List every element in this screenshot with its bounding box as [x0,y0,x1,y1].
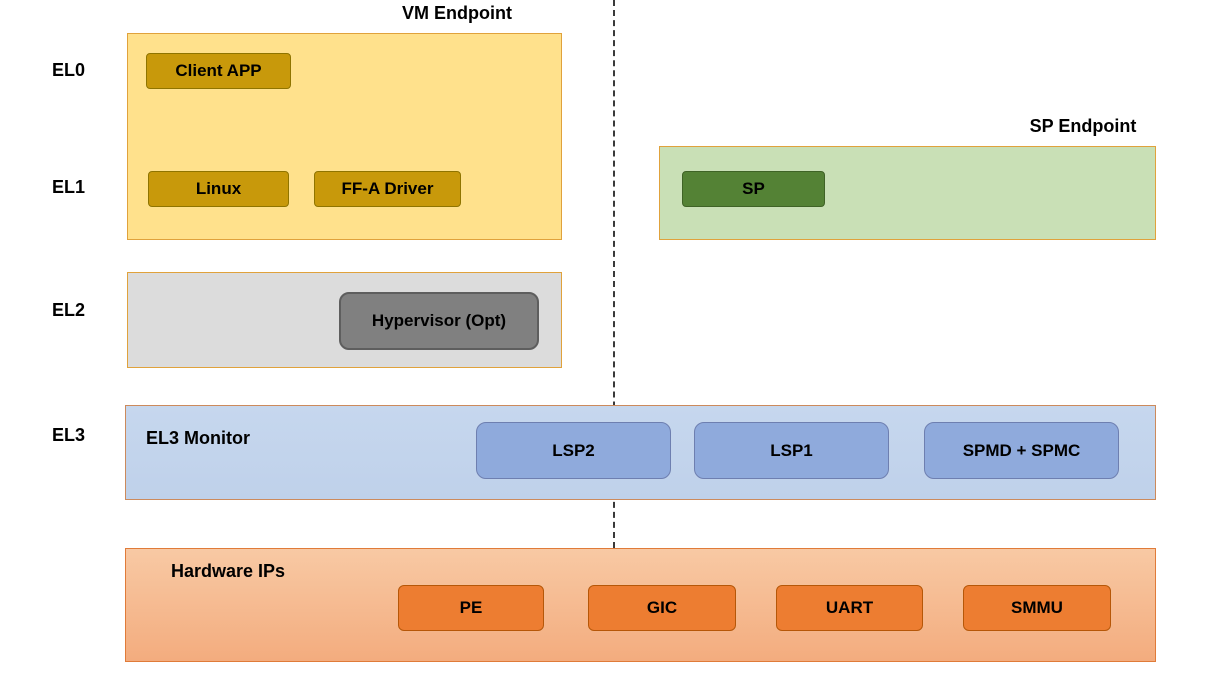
hypervisor-block: Hypervisor (Opt) [339,292,539,350]
pe-block: PE [398,585,544,631]
smmu-block: SMMU [963,585,1111,631]
vm-endpoint-band: Client APP Linux FF-A Driver [127,33,562,240]
el3-monitor-label: EL3 Monitor [146,428,250,448]
lsp2-block: LSP2 [476,422,671,479]
endpoint-divider-dashed-line [613,0,615,548]
ffa-driver-block: FF-A Driver [314,171,461,207]
el0-label: EL0 [52,60,86,80]
el2-label: EL2 [52,300,86,320]
el2-band: Hypervisor (Opt) [127,272,562,368]
gic-block: GIC [588,585,736,631]
spmd-spmc-block: SPMD + SPMC [924,422,1119,479]
el3-monitor-band: EL3 Monitor LSP2 LSP1 SPMD + SPMC [125,405,1156,500]
hardware-band: Hardware IPs PE GIC UART SMMU [125,548,1156,662]
uart-block: UART [776,585,923,631]
el1-label: EL1 [52,177,86,197]
hardware-ips-label: Hardware IPs [171,561,286,581]
linux-block: Linux [148,171,289,207]
el3-label: EL3 [52,425,86,445]
sp-block: SP [682,171,825,207]
sp-endpoint-title: SP Endpoint [1029,116,1137,136]
sp-endpoint-band: SP [659,146,1156,240]
client-app-block: Client APP [146,53,291,89]
vm-endpoint-title: VM Endpoint [402,3,512,23]
lsp1-block: LSP1 [694,422,889,479]
